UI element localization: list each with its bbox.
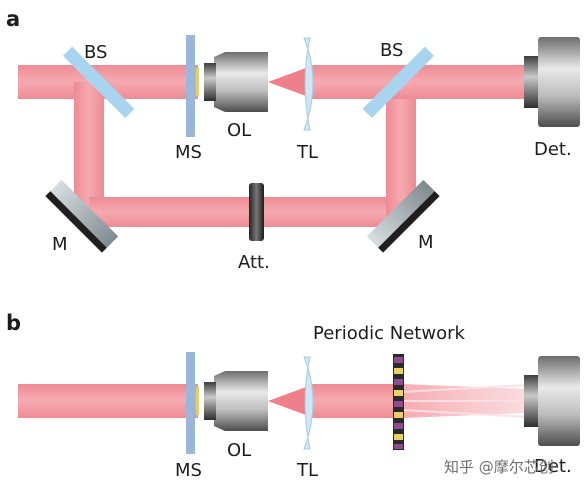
tube-lens	[303, 37, 314, 131]
beam-splitter-right	[362, 46, 435, 119]
panel-a-beams	[18, 65, 527, 227]
beam-splitter-left	[62, 46, 135, 119]
focused-beam-exit	[312, 65, 527, 99]
label-m-right: M	[418, 232, 434, 253]
panel-a-letter: a	[6, 7, 20, 31]
panel-b-beams	[18, 384, 528, 418]
label-bs-right: BS	[380, 40, 403, 61]
detector	[524, 37, 580, 127]
reference-arm-horizontal-beam	[89, 197, 405, 227]
label-ms-b: MS	[175, 460, 202, 481]
label-bs-left: BS	[84, 42, 107, 63]
label-tl-b: TL	[296, 460, 318, 481]
tube-lens-b	[303, 356, 314, 450]
periodic-network	[393, 354, 404, 450]
beam-to-network	[312, 384, 395, 418]
detector-b	[524, 356, 580, 446]
input-beam-b	[18, 384, 198, 418]
label-ol: OL	[227, 120, 251, 141]
panel-b-letter: b	[6, 311, 21, 335]
metasurface-coating	[196, 68, 199, 96]
focused-beam-cone-b	[268, 387, 306, 415]
watermark: 知乎 @摩尔芯创	[444, 458, 554, 476]
periodic-network-title: Periodic Network	[313, 323, 465, 344]
label-att: Att.	[238, 252, 270, 273]
focused-beam-cone	[268, 68, 306, 96]
metasurface	[186, 35, 195, 137]
label-ol-b: OL	[227, 440, 251, 461]
objective-lens-b	[204, 371, 268, 431]
label-m-left: M	[52, 234, 68, 255]
metasurface-coating-b	[196, 387, 199, 415]
mirror-left	[45, 179, 119, 253]
label-ms: MS	[175, 142, 202, 163]
objective-lens	[204, 52, 268, 112]
label-det-b: Det.	[534, 456, 572, 477]
attenuator	[249, 183, 264, 241]
metasurface-b	[186, 352, 195, 454]
label-tl: TL	[296, 142, 318, 163]
label-det: Det.	[534, 139, 572, 160]
mirror-right	[366, 179, 440, 253]
